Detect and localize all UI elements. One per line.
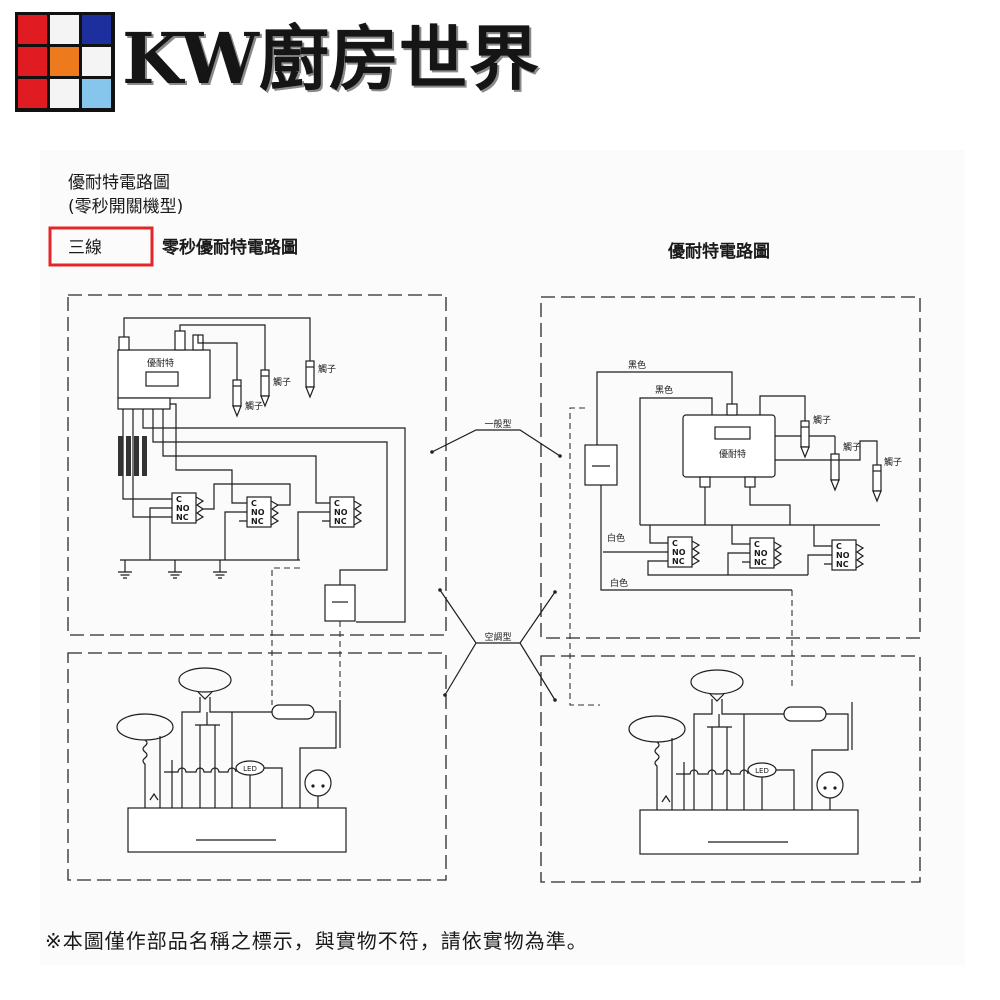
aircon-type-connector: 空調型 xyxy=(438,588,557,702)
diagram-frame xyxy=(540,655,921,883)
relay-terminal-label: NC xyxy=(334,517,347,526)
wire-tag-block xyxy=(118,436,147,476)
three-wire-badge xyxy=(48,226,154,267)
logo-tile xyxy=(18,47,47,76)
probe-label: 觸子 xyxy=(813,414,831,426)
probe-label: 觸子 xyxy=(843,441,861,453)
controller-display xyxy=(714,426,751,440)
right-diagram-heading: 優耐特電路圖 xyxy=(667,241,770,262)
link-to-aircon xyxy=(569,407,793,706)
controller-label: 優耐特 xyxy=(719,448,746,460)
link-to-aircon xyxy=(271,567,341,705)
controller-unit xyxy=(117,349,211,399)
aircon-diagram-right: LED xyxy=(540,655,921,883)
logo-text: KW廚房世界 xyxy=(122,17,539,100)
wire-color-label: 黑色 xyxy=(655,384,673,396)
logo-tile xyxy=(50,15,79,44)
relay-terminal-label: NO xyxy=(672,548,686,557)
probe-label: 觸子 xyxy=(273,376,291,388)
controller-unit xyxy=(682,414,776,478)
aircon-type-label: 空調型 xyxy=(484,631,511,643)
controller-label: 優耐特 xyxy=(147,357,174,369)
relay-terminal-label: NO xyxy=(754,549,768,558)
relay-terminal-label: NC xyxy=(176,513,189,522)
logo-tile xyxy=(82,15,111,44)
diagram-frame xyxy=(67,294,447,636)
general-type-connector: 一般型 xyxy=(430,418,562,458)
output-wires xyxy=(120,483,322,572)
three-wire-label: 三線 xyxy=(68,238,102,258)
led-label: LED xyxy=(243,765,257,773)
relay-terminal-label: NC xyxy=(251,517,264,526)
logo-tile xyxy=(50,79,79,108)
control-wires xyxy=(122,403,406,623)
relay-terminal-label: NO xyxy=(176,504,190,513)
wire-color-label: 白色 xyxy=(607,532,625,544)
logo-tile xyxy=(18,15,47,44)
relay-terminal-label: NC xyxy=(754,558,767,567)
solenoid-box xyxy=(324,584,356,622)
wire-color-label: 黑色 xyxy=(628,359,646,371)
solenoid-box xyxy=(584,444,618,486)
aircon-diagram-left: LED xyxy=(67,652,447,881)
logo-tile xyxy=(18,79,47,108)
probe-label: 觸子 xyxy=(318,363,336,375)
general-type-label: 一般型 xyxy=(484,418,511,430)
document-title: 優耐特電路圖 xyxy=(68,173,170,193)
relay-terminal-label: C xyxy=(334,499,340,508)
probe-label: 觸子 xyxy=(245,400,263,412)
relay-terminal-label: NC xyxy=(672,557,685,566)
terminal-strip xyxy=(117,397,171,410)
document-subtitle: (零秒開關機型) xyxy=(68,197,183,217)
diagram-frame xyxy=(67,652,447,881)
footer-note: ※本圖僅作部品名稱之標示，與實物不符，請依實物為準。 xyxy=(45,929,588,953)
logo-tile xyxy=(82,47,111,76)
wire-color-label: 白色 xyxy=(610,577,628,589)
relay-terminal-label: NO xyxy=(836,551,850,560)
logo-tile xyxy=(82,79,111,108)
diagram-frame xyxy=(540,296,921,639)
relay-terminal-label: C xyxy=(251,499,257,508)
logo-tile xyxy=(50,47,79,76)
probe-wires xyxy=(123,317,311,362)
left-diagram-heading: 零秒優耐特電路圖 xyxy=(161,237,298,258)
logo-icon xyxy=(15,12,115,112)
relay-terminal-label: C xyxy=(672,539,678,548)
relay-terminal-label: NO xyxy=(251,508,265,517)
relay-terminal-label: C xyxy=(836,542,842,551)
relay-terminal-label: NO xyxy=(334,508,348,517)
relay-terminal-label: NC xyxy=(836,560,849,569)
relay-terminal-label: C xyxy=(176,495,182,504)
relay-terminal-label: C xyxy=(754,540,760,549)
controller-display xyxy=(145,371,179,387)
probe-label: 觸子 xyxy=(884,456,902,468)
led-label: LED xyxy=(755,767,769,775)
